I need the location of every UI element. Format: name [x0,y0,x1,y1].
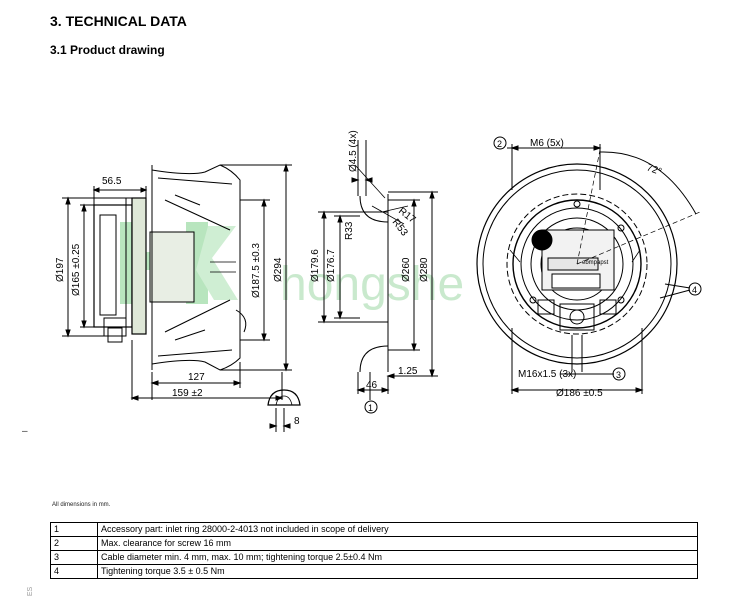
dim-d176-7: Ø176.7 [326,249,337,282]
note-number: 3 [50,550,98,565]
dim-159: 159 ±2 [172,388,203,399]
side-view [62,163,301,432]
table-row: 4 Tightening torque 3.5 ± 0.5 Nm [50,564,698,579]
dim-d294: Ø294 [273,257,284,282]
section-heading: 3. TECHNICAL DATA [50,13,187,29]
dim-d187-5: Ø187.5 ±0.3 [251,243,262,298]
dim-46: 46 [366,380,378,391]
dim-d186: Ø186 ±0.5 [556,388,603,399]
dim-d4-5: Ø4.5 (4x) [348,130,359,172]
note-number: 1 [50,522,98,537]
dim-1-25: 1.25 [398,366,418,377]
callout-4: 4 [688,282,702,296]
svg-text:4: 4 [692,285,697,295]
dim-d165: Ø165 ±0.25 [71,243,82,296]
notes-table: 1 Accessory part: inlet ring 28000-2-401… [50,522,698,579]
note-number: 4 [50,564,98,579]
dim-m6: M6 (5x) [530,138,564,149]
product-drawing: hongshe [55,130,702,432]
note-text: Tightening torque 3.5 ± 0.5 Nm [97,564,698,579]
dim-8: 8 [294,416,300,427]
dim-r33: R33 [344,221,355,240]
callout-1: 1 [364,400,378,414]
dim-72-deg: 72° [645,162,663,178]
note-number: 2 [50,536,98,551]
table-row: 1 Accessory part: inlet ring 28000-2-401… [50,522,698,537]
page-side-mark: – [22,426,28,437]
callout-2: 2 [493,136,507,150]
dim-56-5: 56.5 [102,176,122,187]
svg-text:3: 3 [616,370,621,380]
subsection-heading: 3.1 Product drawing [50,43,165,57]
note-text: Accessory part: inlet ring 28000-2-4013 … [97,522,698,537]
svg-text:2: 2 [497,139,502,149]
dim-d197: Ø197 [55,257,66,282]
front-view [476,144,701,394]
table-row: 2 Max. clearance for screw 16 mm [50,536,698,551]
dimensions-note: All dimensions in mm. [52,502,111,508]
dim-d179-6: Ø179.6 [310,249,321,282]
table-row: 3 Cable diameter min. 4 mm, max. 10 mm; … [50,550,698,565]
brand-label: ebmpapst [582,260,609,266]
note-text: Cable diameter min. 4 mm, max. 10 mm; ti… [97,550,698,565]
dim-d280: Ø280 [419,257,430,282]
callout-3: 3 [612,367,626,381]
dim-m16: M16x1.5 (3x) [518,369,576,380]
watermark-text: hongshe [280,258,464,311]
dim-d260: Ø260 [401,257,412,282]
note-text: Max. clearance for screw 16 mm [97,536,698,551]
inlet-ring-view [318,140,438,400]
svg-text:1: 1 [368,403,373,413]
dim-127: 127 [188,372,205,383]
page-mark: ES [27,586,35,597]
